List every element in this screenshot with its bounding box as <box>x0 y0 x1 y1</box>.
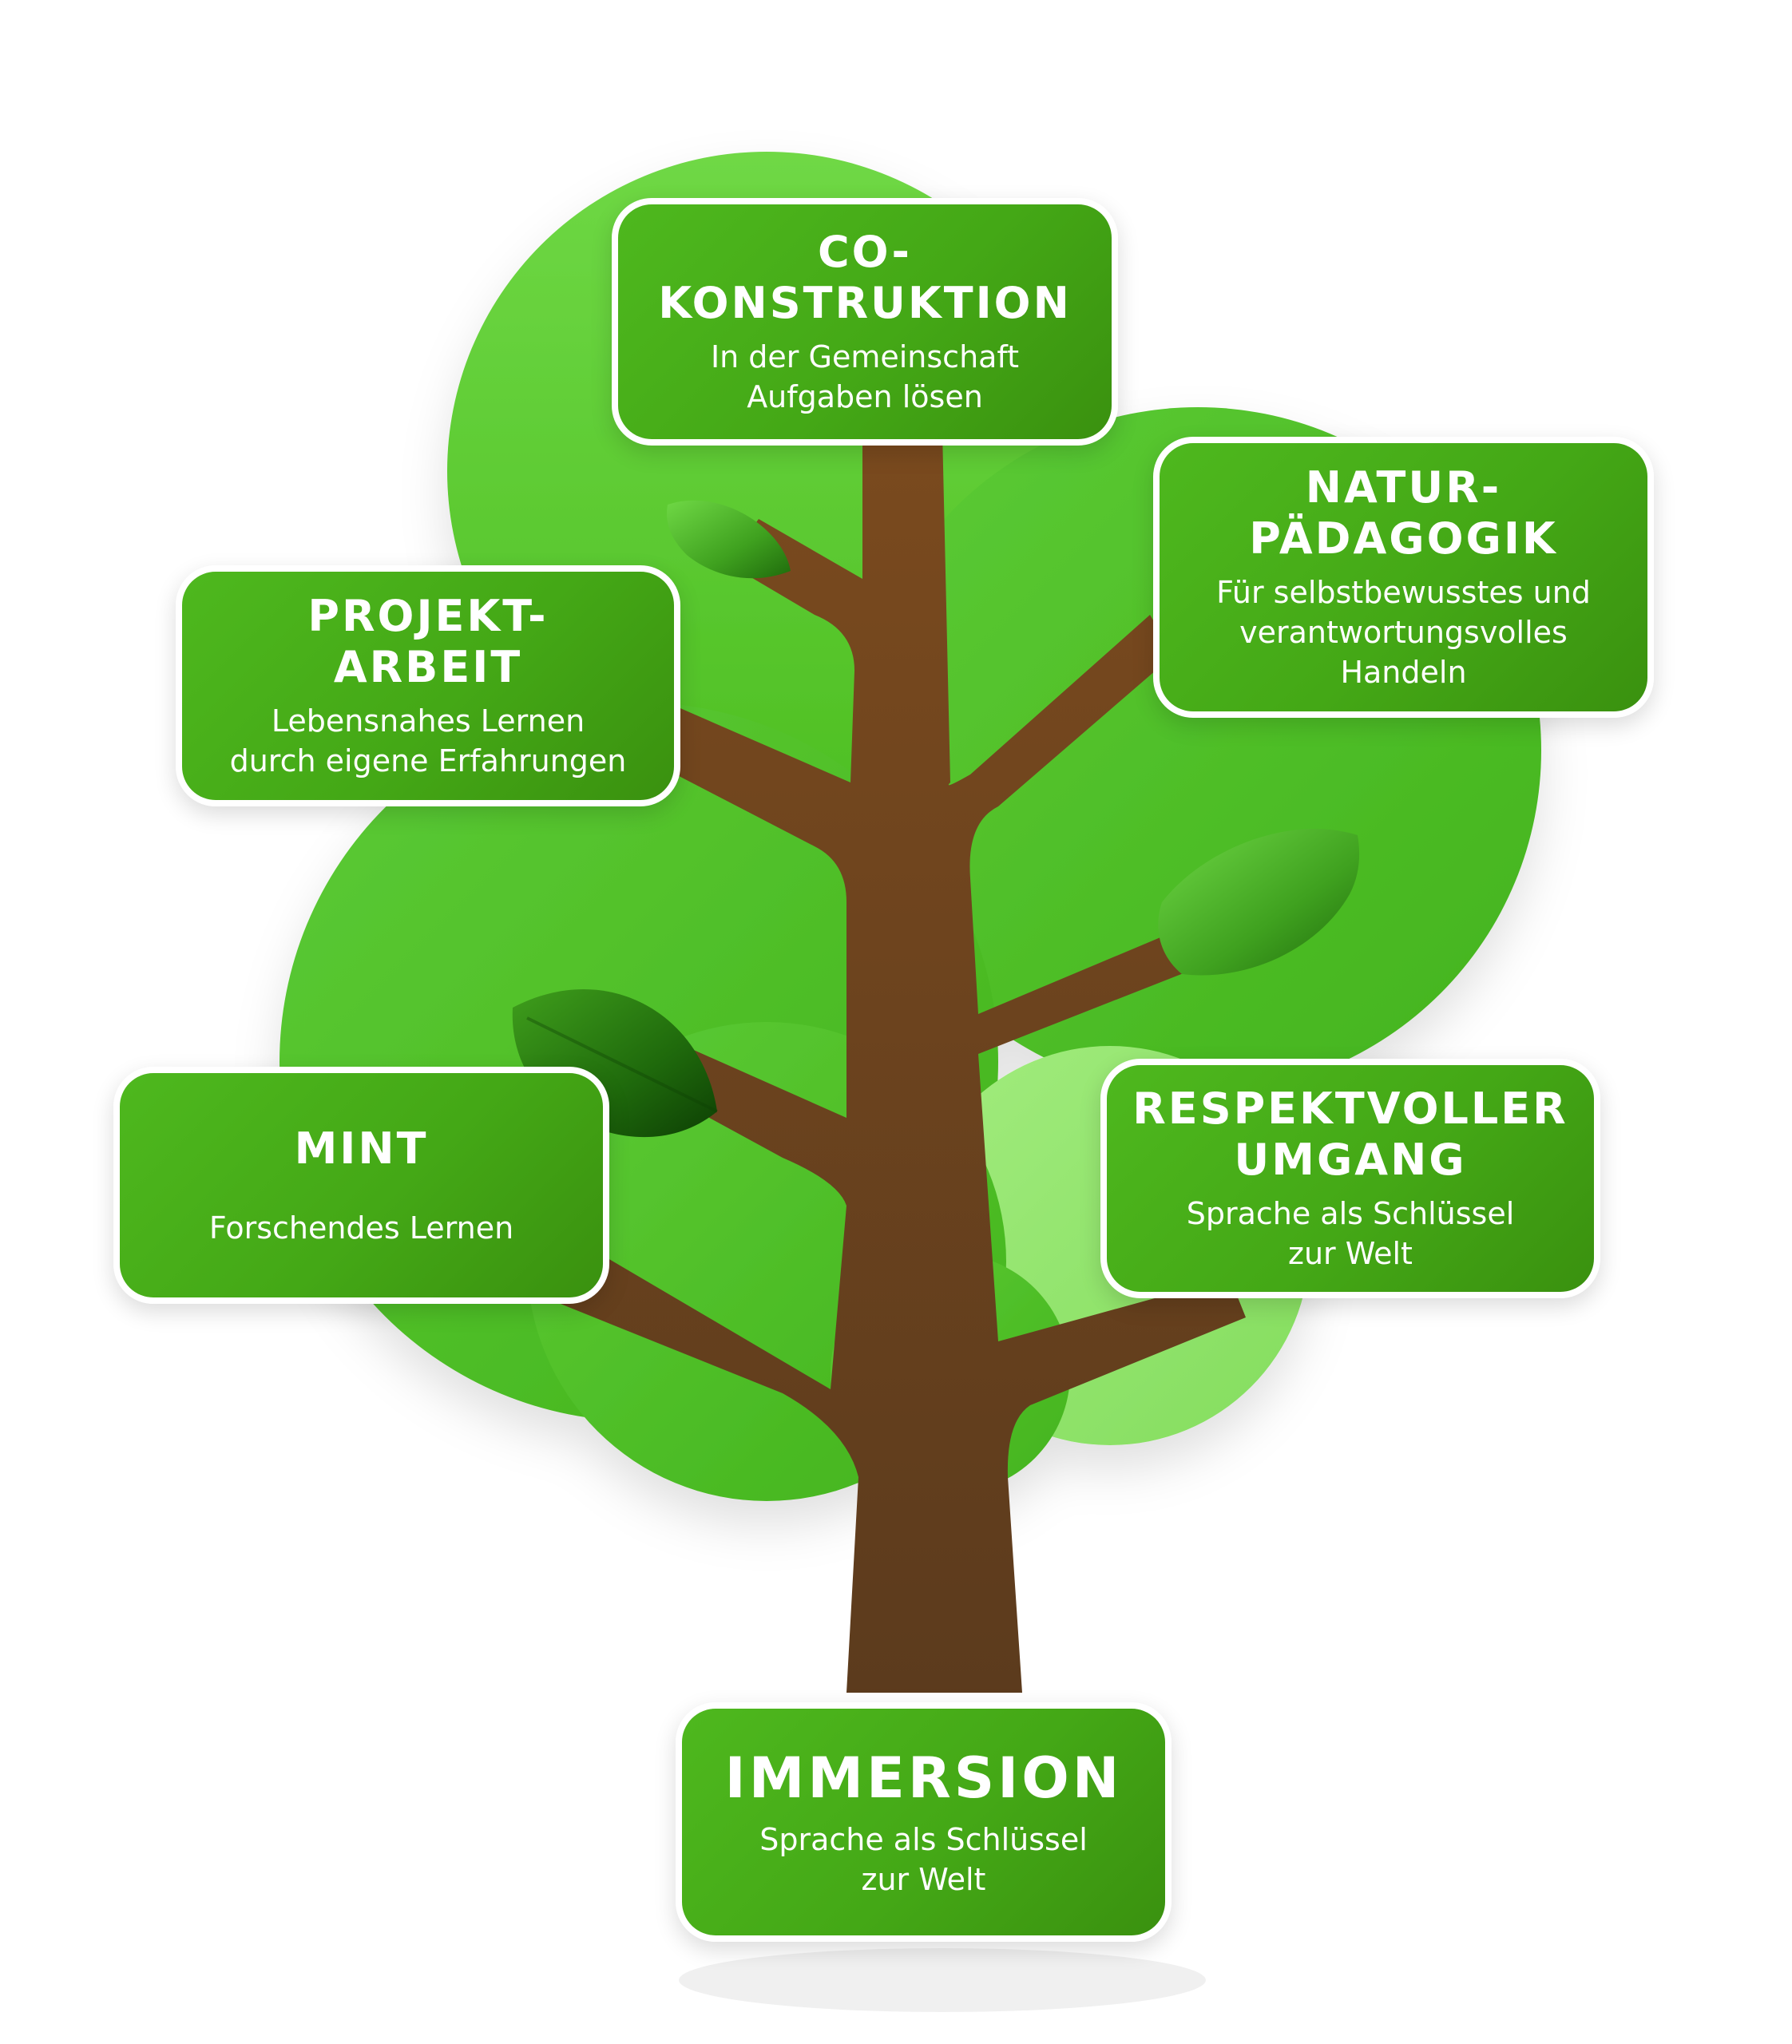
card-immersion: IMMERSION Sprache als Schlüssel zur Welt <box>676 1702 1172 1942</box>
card-description: Forschendes Lernen <box>208 1210 514 1246</box>
card-description: Lebensnahes Lernen durch eigene Erfahrun… <box>229 703 627 778</box>
card-description: Sprache als Schlüssel zur Welt <box>1186 1196 1515 1271</box>
card-title: NATUR- PÄDAGOGIK <box>1249 462 1558 564</box>
card-projekt-arbeit: PROJEKT- ARBEIT Lebensnahes Lernen durch… <box>176 565 680 806</box>
card-description: Für selbstbewusstes und verantwortungsvo… <box>1216 575 1591 690</box>
card-natur-paedagogik: NATUR- PÄDAGOGIK Für selbstbewusstes und… <box>1153 437 1654 718</box>
card-title: PROJEKT- ARBEIT <box>307 591 549 692</box>
card-title: IMMERSION <box>724 1745 1123 1811</box>
leaf-icon <box>1158 829 1360 976</box>
leaf-icon <box>667 500 791 579</box>
card-mint: MINT Forschendes Lernen <box>113 1067 609 1304</box>
card-description: Sprache als Schlüssel zur Welt <box>759 1822 1088 1897</box>
card-title: MINT <box>294 1123 429 1174</box>
card-description: In der Gemeinschaft Aufgaben lösen <box>710 339 1020 414</box>
card-title: RESPEKTVOLLER UMGANG <box>1132 1083 1568 1185</box>
card-title: CO- KONSTRUKTION <box>658 227 1072 328</box>
card-co-konstruktion: CO- KONSTRUKTION In der Gemeinschaft Auf… <box>612 198 1118 446</box>
card-respektvoller-umgang: RESPEKTVOLLER UMGANG Sprache als Schlüss… <box>1100 1059 1600 1298</box>
